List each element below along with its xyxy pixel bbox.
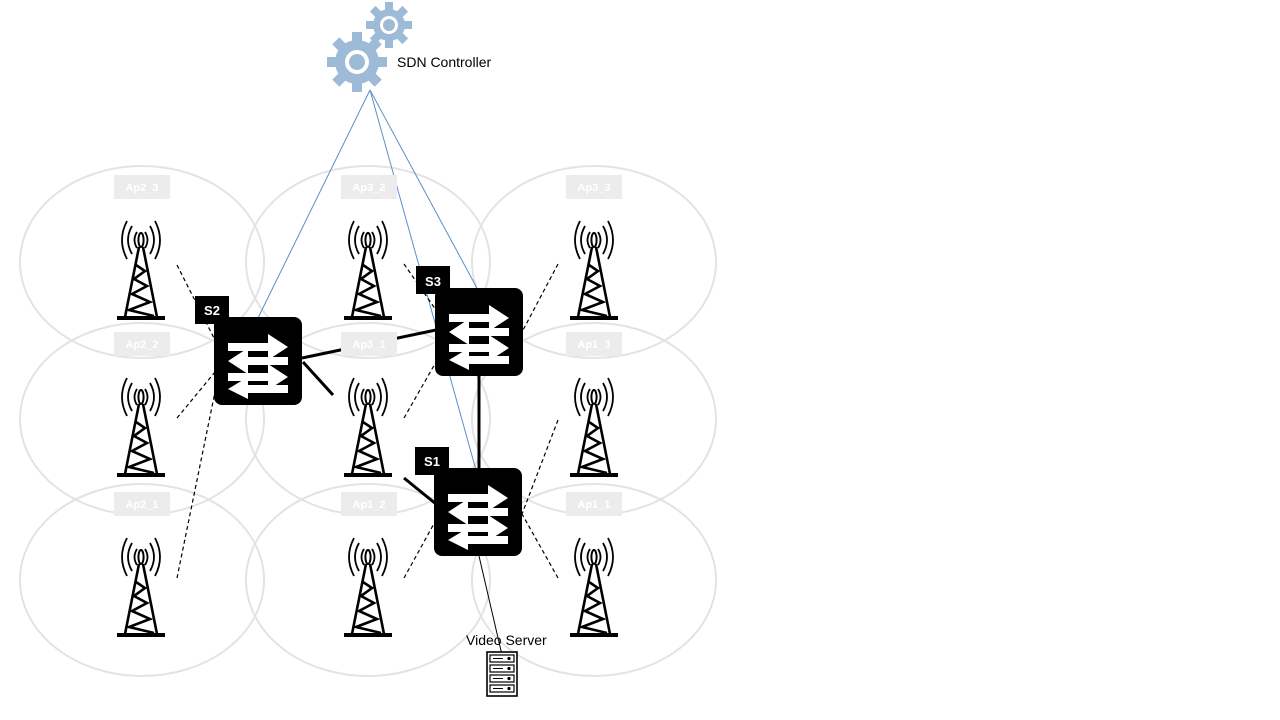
ap-label: Ap1_2 <box>352 499 385 511</box>
ap-label: Ap3_1 <box>352 339 385 351</box>
switch-label: S2 <box>204 303 220 318</box>
switch-label: S1 <box>424 454 440 469</box>
wireless-link <box>403 519 437 579</box>
coverage-cell <box>245 483 491 677</box>
tower-icon <box>342 536 394 639</box>
tower-icon <box>342 376 394 479</box>
wireless-link <box>176 391 216 579</box>
control-link-s3 <box>369 89 479 291</box>
tower-icon <box>568 219 620 322</box>
server-icon <box>486 651 518 697</box>
switch-s1: S1 <box>415 447 522 556</box>
coverage-cell <box>471 483 717 677</box>
access-points <box>115 219 620 639</box>
tower-icon <box>115 536 167 639</box>
switch-icon <box>434 468 522 556</box>
coverage-cell <box>19 165 265 359</box>
control-link-s2 <box>257 89 371 319</box>
wireless-link <box>176 371 216 419</box>
tower-icon <box>115 376 167 479</box>
wireless-link <box>521 513 559 579</box>
ap-label: Ap3_3 <box>577 182 610 194</box>
wireless-link <box>521 419 559 515</box>
ap-label: Ap3_2 <box>352 182 385 194</box>
ap-labels: Ap2_3 Ap3_2 Ap3_3 Ap2_2 Ap3_1 Ap1_3 Ap2_… <box>114 175 622 516</box>
link-s1-server <box>478 555 503 656</box>
switch-label: S3 <box>425 274 441 289</box>
switch-s3: S3 <box>416 266 523 376</box>
wireless-link <box>403 361 437 419</box>
controller-label: SDN Controller <box>397 54 491 70</box>
switch-icon <box>435 288 523 376</box>
link-s1-ap <box>403 476 437 506</box>
ap-label: Ap2_2 <box>125 339 158 351</box>
server-label: Video Server <box>466 632 547 648</box>
coverage-cell <box>19 483 265 677</box>
wireless-link <box>521 263 559 333</box>
wired-links <box>301 328 481 506</box>
gear-icon <box>327 2 412 92</box>
coverage-cell <box>471 165 717 359</box>
tower-icon <box>568 376 620 479</box>
tower-icon <box>342 219 394 322</box>
ap-label: Ap1_3 <box>577 339 610 351</box>
switch-icon <box>214 317 302 405</box>
ap-label: Ap2_1 <box>125 499 158 511</box>
ap-label: Ap2_3 <box>125 182 158 194</box>
ap-label: Ap1_1 <box>577 499 610 511</box>
link-s2-s1 <box>301 360 335 397</box>
tower-icon <box>115 219 167 322</box>
coverage-cell <box>245 165 491 359</box>
tower-icon <box>568 536 620 639</box>
switch-s2: S2 <box>195 296 302 405</box>
